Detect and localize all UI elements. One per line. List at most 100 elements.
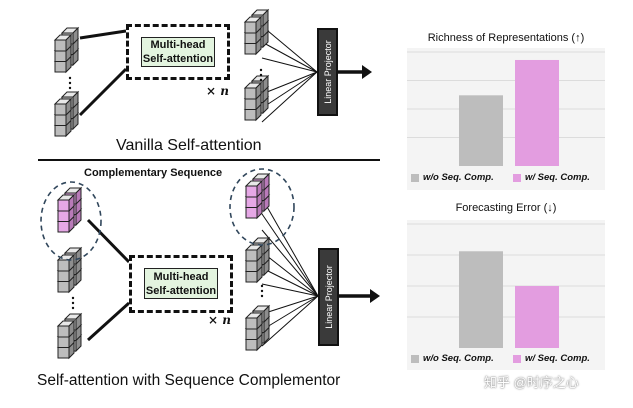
cube-front xyxy=(245,185,258,198)
ellipsis-dot xyxy=(259,78,263,82)
projector-label: Linear Projector xyxy=(323,265,334,329)
input-to-attention-line xyxy=(86,218,131,264)
token-cube xyxy=(244,243,264,263)
cube-front xyxy=(244,32,257,44)
diagram-overlay xyxy=(38,65,380,310)
cube-front xyxy=(57,199,70,212)
attention-label-line2: Self-attention xyxy=(142,53,214,65)
cube-front xyxy=(244,87,257,100)
cube-front xyxy=(245,328,258,340)
legend-label-without: w/o Seq. Comp. xyxy=(423,172,494,183)
legend-label-with: w/ Seq. Comp. xyxy=(525,172,590,183)
output-arrow-head xyxy=(370,289,380,303)
token-cube xyxy=(243,15,263,35)
ellipsis-dot xyxy=(259,68,263,72)
error-chart-panel: Forecasting Error (↓) w/o Seq. Comp. w/ … xyxy=(407,202,605,370)
ellipsis-dot xyxy=(68,76,72,80)
cube-front xyxy=(245,260,258,272)
richness-chart-title: Richness of Representations (↑) xyxy=(427,32,585,44)
token-cube xyxy=(53,33,73,53)
bar-with-seq-comp xyxy=(515,286,559,348)
cube-front xyxy=(245,196,258,208)
ellipsis-dot xyxy=(260,294,264,298)
cube-front xyxy=(57,270,70,282)
ellipsis-dot xyxy=(71,301,75,305)
cube-front xyxy=(57,336,70,348)
cube-front xyxy=(245,338,258,351)
input-to-attention-line xyxy=(79,29,127,40)
projector-fan-line xyxy=(261,71,318,95)
bottom-attention-box: Multi-head Self-attention xyxy=(129,255,233,313)
cube-front xyxy=(244,42,257,55)
token-cube xyxy=(243,81,263,101)
output-arrow-head xyxy=(362,65,372,79)
complementary-highlight-ellipse xyxy=(229,168,295,246)
token-cube xyxy=(244,179,264,199)
connector-lines xyxy=(78,25,319,347)
projector-fan-line xyxy=(261,197,319,297)
token-cube xyxy=(244,311,264,331)
projector-label: Linear Projector xyxy=(322,40,333,104)
cube-front xyxy=(57,325,70,338)
cube-front xyxy=(244,21,257,34)
ellipsis-dot xyxy=(71,306,75,310)
cube-front xyxy=(57,210,70,222)
cube-front xyxy=(54,50,67,62)
ellipsis-dot xyxy=(260,284,264,288)
projector-fan-line xyxy=(261,229,319,297)
cube-front xyxy=(57,220,70,233)
cube-front xyxy=(245,249,258,262)
cube-front xyxy=(57,346,70,359)
input-to-attention-line xyxy=(78,67,128,117)
cube-front xyxy=(57,259,70,272)
ellipsis-dot xyxy=(259,73,263,77)
top-caption: Vanilla Self-attention xyxy=(116,137,262,154)
cube-front xyxy=(245,270,258,283)
cube-front xyxy=(54,124,67,137)
projector-fan-line xyxy=(261,283,319,297)
projector-fan-line xyxy=(261,25,318,73)
cube-front xyxy=(54,39,67,52)
top-repeat-label: × n xyxy=(206,84,229,98)
watermark: 知乎 @时序之心 xyxy=(484,375,579,390)
cube-front xyxy=(245,317,258,330)
ellipsis-dot xyxy=(68,86,72,90)
error-bar-chart xyxy=(407,223,605,348)
top-attention-box: Multi-head Self-attention xyxy=(126,24,230,80)
cube-front xyxy=(57,280,70,293)
attention-label-line1: Multi-head xyxy=(150,39,206,51)
cube-front xyxy=(54,60,67,73)
top-attention-block: Multi-head Self-attention xyxy=(141,37,215,67)
cube-front xyxy=(244,98,257,110)
token-cube xyxy=(56,319,76,339)
complementary-sequence-label: Complementary Sequence xyxy=(84,167,223,179)
bottom-repeat-label: × n xyxy=(208,313,231,327)
cube-front xyxy=(54,103,67,116)
error-legend-with: w/ Seq. Comp. xyxy=(513,353,590,364)
error-legend-without: w/o Seq. Comp. xyxy=(411,353,494,364)
richness-legend-without: w/o Seq. Comp. xyxy=(411,172,494,183)
attention-label-line2: Self-attention xyxy=(145,284,217,297)
bottom-linear-projector: Linear Projector xyxy=(318,248,339,346)
attention-label-line1: Multi-head xyxy=(153,270,209,283)
cube-front xyxy=(245,206,258,219)
bottom-attention-block: Multi-head Self-attention xyxy=(144,268,218,299)
projector-fan-line xyxy=(261,295,319,331)
bar-without-seq-comp xyxy=(459,95,503,166)
token-cube xyxy=(53,97,73,117)
projector-fan-line xyxy=(261,57,318,73)
projector-fan-line xyxy=(261,295,319,315)
token-cube xyxy=(56,193,76,213)
token-cubes xyxy=(53,8,271,360)
cube-front xyxy=(54,114,67,126)
richness-chart-panel: Richness of Representations (↑) w/o Seq.… xyxy=(407,32,605,190)
bar-with-seq-comp xyxy=(515,59,559,166)
architecture-diagram xyxy=(38,8,380,360)
richness-bar-chart xyxy=(407,51,605,166)
ellipsis-dot xyxy=(68,81,72,85)
projector-fan-line xyxy=(261,71,318,109)
complementary-highlight-ellipse xyxy=(40,181,102,261)
projector-fan-line xyxy=(261,41,318,73)
projector-fan-line xyxy=(261,71,318,123)
top-linear-projector: Linear Projector xyxy=(317,28,338,116)
